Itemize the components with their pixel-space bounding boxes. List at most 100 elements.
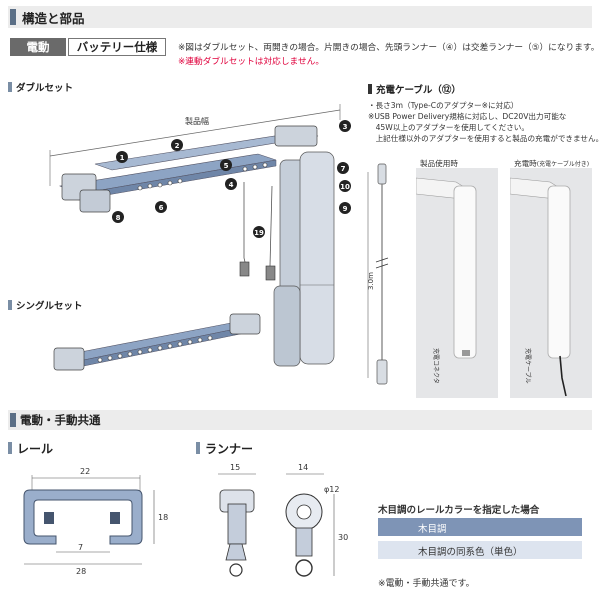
runner-hook xyxy=(187,339,193,345)
runner-hook xyxy=(157,182,163,188)
double-set-label-text: ダブルセット xyxy=(16,83,74,94)
runner-hook xyxy=(127,351,133,357)
callout-3 xyxy=(339,120,351,132)
runner-hook xyxy=(137,349,143,355)
rail-slot-right xyxy=(110,512,120,524)
page-title: 構造と部品 xyxy=(22,11,85,26)
runner-front-body xyxy=(295,527,313,557)
rail-title-text: レール xyxy=(17,442,54,456)
runner-hook xyxy=(177,341,183,347)
callout-5 xyxy=(220,159,232,171)
runner-dim-height: 30 xyxy=(338,533,348,542)
double-set-marker xyxy=(8,82,12,92)
runner-title-marker xyxy=(196,442,200,454)
rail-title: レール xyxy=(8,440,53,457)
callout-1-text: 1 xyxy=(120,154,125,162)
cable-break-2 xyxy=(375,263,389,269)
single-set-illustration xyxy=(53,313,261,371)
runner-hook xyxy=(117,353,123,359)
photo-right-cable xyxy=(559,355,567,397)
legend-label-similar: 木目調の同系色（単色） xyxy=(418,547,523,558)
callout-7-text: 7 xyxy=(341,165,346,173)
cable-note-3: 45W以上のアダプターを使用してください。 xyxy=(368,123,529,132)
runner-hook xyxy=(167,180,173,186)
single-runner-row xyxy=(97,335,213,363)
cable-break-1 xyxy=(375,257,389,263)
photo-left-caption: 製品使用時 xyxy=(420,159,458,168)
pull-cord xyxy=(243,182,247,267)
double-set-label: ダブルセット xyxy=(8,80,73,94)
runner-title-text: ランナー xyxy=(205,442,254,456)
callout-7 xyxy=(337,162,349,174)
cable-length-label: 3.0m xyxy=(367,272,375,290)
single-right-bracket xyxy=(229,313,261,335)
cable-title: 充電ケーブル（⑫） xyxy=(368,82,461,96)
photo-right-caption: 充電時(充電ケーブル付き) xyxy=(514,158,589,169)
pull-handle-2 xyxy=(265,265,276,281)
legend-swatch-similar xyxy=(378,541,582,559)
pull-cord-2 xyxy=(269,185,273,267)
single-rail xyxy=(58,321,251,363)
note-linked-unsupported: ※連動ダブルセットは対応しません。 xyxy=(178,57,325,67)
rail-dim-inner: 7 xyxy=(78,543,83,552)
note-double-set: ※図はダブルセット、両開きの場合。片開きの場合、先頭ランナー（④）は交差ランナー… xyxy=(178,43,600,53)
common-section-title: 電動・手動共通 xyxy=(20,413,101,427)
cable-note-1: ・長さ3m（Type-Cのアダプター※に対応） xyxy=(368,101,519,110)
battery-back xyxy=(273,285,301,367)
back-rail xyxy=(94,131,319,171)
callout-19 xyxy=(253,226,265,238)
runner-dim-width-right: 14 xyxy=(298,463,308,472)
runner-hook xyxy=(207,335,213,341)
callout-group: 1 2 3 4 5 6 7 8 9 10 19 xyxy=(112,120,351,238)
tag-electric: 電動 xyxy=(10,38,66,56)
rail-title-marker xyxy=(8,442,12,454)
cable-note-4: 上記仕様以外のアダプターを使用すると製品の充電ができません。 xyxy=(368,134,600,143)
callout-1 xyxy=(116,151,128,163)
photo-left-motor xyxy=(453,185,477,359)
callout-10 xyxy=(339,180,351,192)
rail-dim-right: 18 xyxy=(158,513,168,522)
color-legend-title: 木目調のレールカラーを指定した場合 xyxy=(378,505,540,516)
runner-hook xyxy=(242,166,248,172)
single-set-marker xyxy=(8,300,12,310)
callout-4 xyxy=(225,178,237,190)
callout-6-text: 6 xyxy=(159,204,164,212)
single-set-label-text: シングルセット xyxy=(16,301,83,312)
cable-plug-bottom xyxy=(376,359,388,385)
tag-battery: バッテリー仕様 xyxy=(68,38,166,56)
header-bar xyxy=(8,6,592,28)
photo-left-label: 充電コネクタ xyxy=(432,348,440,384)
pull-handle xyxy=(239,261,250,277)
callout-10-text: 10 xyxy=(340,183,350,191)
rail-slot-left xyxy=(44,512,54,524)
callout-2 xyxy=(171,139,183,151)
rail-profile xyxy=(23,489,143,545)
rail-cross-section: 22 18 7 28 xyxy=(23,467,168,576)
callout-6 xyxy=(155,201,167,213)
callout-8 xyxy=(112,211,124,223)
callout-19-text: 19 xyxy=(254,229,264,237)
cable-title-text: 充電ケーブル（⑫） xyxy=(376,85,461,96)
rail-dim-bottom: 28 xyxy=(76,567,86,576)
photo-right-caption-sub: (充電ケーブル付き) xyxy=(536,161,590,168)
rail-dim-top: 22 xyxy=(80,467,90,476)
motor-unit-front xyxy=(299,151,335,365)
right-bracket xyxy=(274,125,318,147)
runner-hook xyxy=(137,185,143,191)
photo-charging: 充電ケーブル xyxy=(510,168,592,398)
single-set-label: シングルセット xyxy=(8,298,83,312)
runner-drawing: 15 14 φ12 30 xyxy=(218,463,348,577)
runner-hook xyxy=(177,178,183,184)
cable-title-marker xyxy=(368,84,372,94)
runner-title: ランナー xyxy=(196,440,253,457)
header-marker xyxy=(10,9,16,25)
runner-hook xyxy=(147,183,153,189)
width-dim-line xyxy=(49,109,341,157)
runner-side-body xyxy=(227,503,247,545)
cable-illustration: 3.0m xyxy=(367,163,389,385)
runner-front-ring xyxy=(295,559,313,577)
footnote: ※電動・手動共通です。 xyxy=(378,579,475,589)
common-section-bar xyxy=(8,410,592,430)
callout-8-text: 8 xyxy=(116,214,121,222)
runner-hook xyxy=(197,337,203,343)
